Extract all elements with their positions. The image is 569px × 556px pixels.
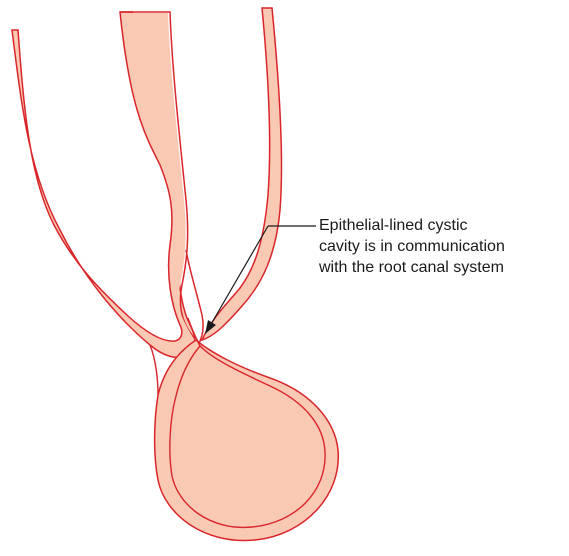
annotation-line-3: with the root canal system [319,257,569,278]
annotation-line-2: cavity is in communication [319,236,569,257]
annotation-line-1: Epithelial-lined cystic [319,215,569,236]
left-lower-wall [150,345,158,395]
right-root-wall [202,8,282,340]
annotation-label: Epithelial-lined cystic cavity is in com… [319,215,569,278]
